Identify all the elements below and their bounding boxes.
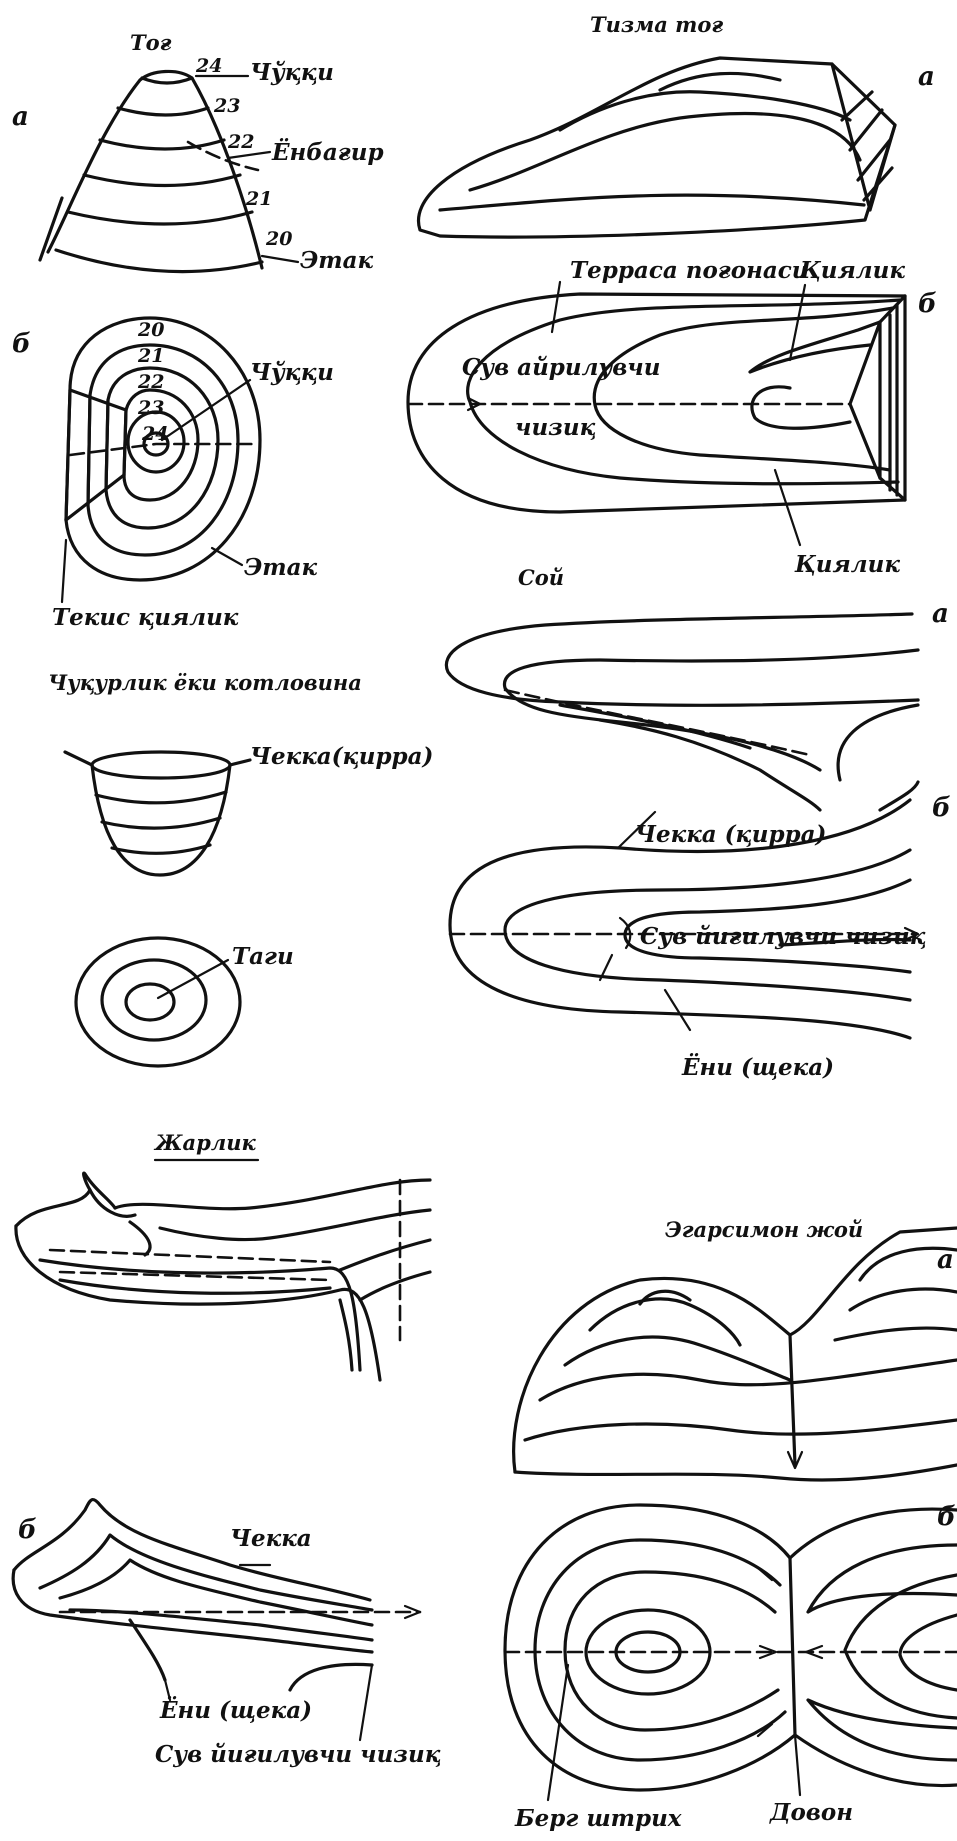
hill-plan-elev-20: 20 xyxy=(137,319,164,341)
ridge-slope-top-label: Қиялик xyxy=(799,257,905,284)
ravine-rim-label: Чекка xyxy=(230,1525,312,1552)
basin-diagram: Чекка(қирра) Таги xyxy=(65,743,433,1066)
hill-summit-label: Чўққи xyxy=(250,59,334,86)
hill-elev-24: 24 xyxy=(195,55,222,77)
basin-rim-label: Чекка(қирра) xyxy=(250,743,433,770)
hill-foot-label: Этак xyxy=(300,247,374,274)
valley-perspective-diagram: а xyxy=(446,599,948,810)
basin-title: Чуқурлик ёки котловина xyxy=(48,670,362,695)
valley-title: Сой xyxy=(518,565,564,590)
valley-b-letter: б xyxy=(932,793,951,823)
ridge-plan-diagram: б Терраса поғонаси Қиялик Сув айрилувчи … xyxy=(408,257,937,578)
hill-elev-20: 20 xyxy=(265,228,292,250)
saddle-title: Эгарсимон жой xyxy=(665,1217,863,1242)
hill-plan-summit-label: Чўққи xyxy=(250,359,334,386)
valley-side-label: Ёни (щека) xyxy=(681,1053,834,1081)
hill-slope-label: Ёнбағир xyxy=(271,138,384,166)
ravine-thalweg-label: Сув йиғилувчи чизиқ xyxy=(155,1741,441,1768)
hill-plan-foot-label: Этак xyxy=(244,554,318,581)
hill-elev-22: 22 xyxy=(227,131,254,153)
saddle-berg-label: Берг штрих xyxy=(514,1805,682,1832)
hill-title: Тоғ xyxy=(130,30,172,55)
ravine-plan-diagram: б Чекка Ёни (щека) Сув йиғилувчи чизиқ xyxy=(13,1500,441,1768)
ravine-side-label: Ёни (щека) xyxy=(159,1696,312,1724)
valley-a-letter: а xyxy=(932,599,949,629)
hill-a-letter: а xyxy=(12,102,29,132)
hill-plan-elev-21: 21 xyxy=(137,345,164,367)
hill-plan-diagram: б 20 21 22 23 24 Чўққи Этак Текис қиялик xyxy=(12,318,334,631)
hill-plan-elev-22: 22 xyxy=(137,371,164,393)
hill-elev-21: 21 xyxy=(245,188,272,210)
hill-plan-elev-24: 24 xyxy=(141,423,168,445)
valley-thalweg-label: Сув йиғилувчи чизиқ xyxy=(640,923,926,950)
hill-plan-elev-23: 23 xyxy=(137,397,164,419)
basin-bottom-label: Таги xyxy=(232,943,294,970)
ridge-terrace-label: Терраса поғонаси xyxy=(570,257,808,284)
ravine-perspective-diagram xyxy=(16,1173,430,1380)
valley-plan-diagram: б Чекка (қирра) Сув йиғилувчи чизиқ Ёни … xyxy=(450,782,951,1081)
ravine-b-letter: б xyxy=(18,1515,37,1545)
ridge-perspective-diagram: а xyxy=(418,58,934,237)
ridge-watershed-label-2: чизиқ xyxy=(515,414,596,441)
saddle-b-letter: б xyxy=(937,1502,956,1532)
valley-rim-label: Чекка (қирра) xyxy=(635,821,826,848)
saddle-plan-diagram: б Берг штрих Довон xyxy=(505,1502,957,1832)
ridge-title: Тизма тоғ xyxy=(590,12,723,37)
saddle-perspective-diagram: а xyxy=(514,1228,957,1480)
hill-flat-slope-label: Текис қиялик xyxy=(52,604,239,631)
saddle-pass-label: Довон xyxy=(769,1799,853,1826)
ridge-b-letter: б xyxy=(918,289,937,319)
ridge-a-letter: а xyxy=(918,62,935,92)
hill-perspective-diagram: а 24 23 22 21 20 Чўққи Ёнбағир Этак xyxy=(12,55,384,274)
hill-elev-23: 23 xyxy=(213,95,240,117)
ridge-slope-bottom-label: Қиялик xyxy=(794,551,900,578)
hill-b-letter: б xyxy=(12,329,31,359)
ravine-title: Жарлик xyxy=(153,1130,256,1155)
ridge-watershed-label-1: Сув айрилувчи xyxy=(462,354,660,381)
